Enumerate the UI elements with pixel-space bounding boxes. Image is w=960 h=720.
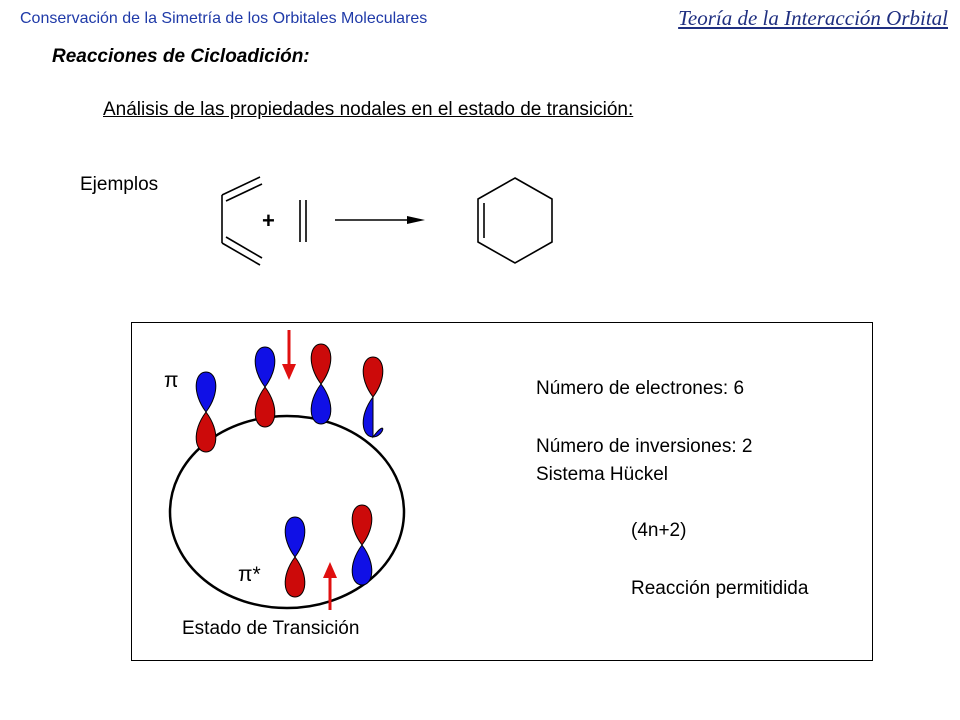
reaction-scheme: + [221,176,553,266]
header-left-title: Conservación de la Simetría de los Orbit… [20,10,428,27]
pi-orbital-3 [310,343,332,425]
reaction-arrow [335,216,425,224]
pi-orbital-4 [362,356,384,439]
pi-orbital-1 [195,371,217,453]
orbital-diagram [168,330,406,610]
transition-state-box [131,322,873,661]
pistar-label: π* [238,563,261,586]
cyclohexene-structure [477,177,553,264]
system-type: Sistema Hückel [536,464,668,485]
pi-orbital-2 [254,346,276,428]
ethylene-structure [299,200,307,242]
butadiene-structure [221,176,263,266]
section-title: Reacciones de Cicloadición: [52,46,310,67]
electron-rule: (4n+2) [631,520,687,541]
inversion-count: Número de inversiones: 2 [536,436,753,457]
pi-label: π [164,369,179,392]
pistar-orbital-2 [351,504,373,586]
red-arrow-bottom [323,562,337,610]
plus-sign: + [262,208,275,233]
pistar-orbital-1 [284,516,306,598]
red-arrow-top [282,330,296,380]
reaction-result: Reacción permitidida [631,578,809,599]
examples-label: Ejemplos [80,174,159,195]
transition-state-label: Estado de Transición [182,618,360,639]
electron-count: Número de electrones: 6 [536,378,745,399]
cyclic-array-ellipse [168,414,406,610]
header-right-title: Teoría de la Interacción Orbital [678,6,948,30]
subtitle: Análisis de las propiedades nodales en e… [103,99,634,120]
